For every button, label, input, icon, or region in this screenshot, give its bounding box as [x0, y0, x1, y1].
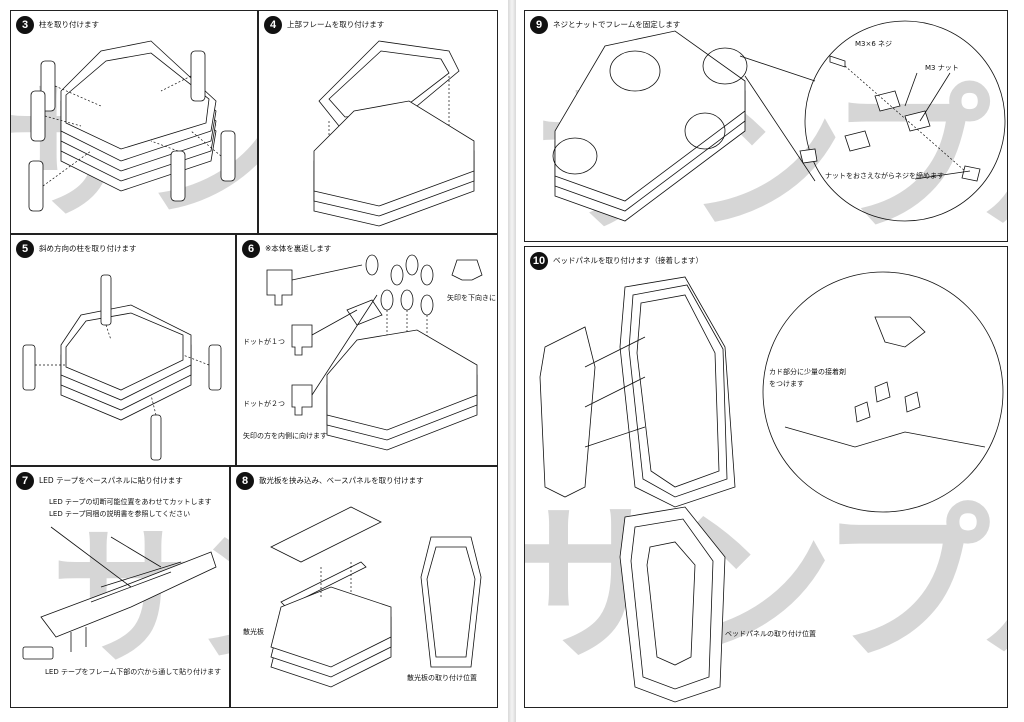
note-glue-2: をつけます: [769, 380, 804, 388]
step-number: 10: [530, 252, 548, 270]
note-arrow-down: 矢印を下向きに: [447, 294, 496, 302]
note-tighten: ナットをおさえながらネジを締めます: [825, 172, 944, 180]
note-diffuser: 散光板: [243, 628, 264, 636]
step-number: 4: [264, 16, 282, 34]
diagonal-pillar-illustration: [22, 274, 222, 461]
note-manual: LED テープ同梱の説明書を参照してください: [49, 510, 191, 518]
step-title: 散光板を挟み込み、ベースパネルを取り付けます: [259, 476, 424, 485]
left-page: サンプル 3 柱を取り付けます 4 上部フレームを取り付けます: [0, 0, 508, 722]
note-cut: LED テープの切断可能位置をあわせてカットします: [49, 498, 212, 506]
page-gutter: [508, 0, 516, 722]
note-through: LED テープをフレーム下部の穴から通して貼り付けます: [45, 668, 222, 676]
note-nut: M3 ナット: [925, 64, 959, 72]
step-title: 上部フレームを取り付けます: [287, 20, 385, 29]
step-number: 3: [16, 16, 34, 34]
note-dot-two: ドットが２つ: [243, 400, 285, 408]
note-diffuser-position: 散光板の取り付け位置: [407, 674, 477, 682]
note-arrow-inward: 矢印の方を内側に向けます: [243, 432, 327, 440]
step-title: ベッドパネルを取り付けます（接着します）: [553, 256, 703, 265]
step-number: 8: [236, 472, 254, 490]
led-tape-illustration: [22, 526, 217, 660]
note-dot-one: ドットが１つ: [243, 338, 285, 346]
step-number: 5: [16, 240, 34, 258]
step-7-panel: サンプル 7 LED テープをベースパネルに貼り付けます LED テープの切断可…: [10, 466, 230, 708]
step-10-panel: サンプル 10 ベッドパネルを取り付けます（接着します） カド部分に少量の接着剤…: [524, 246, 1008, 708]
right-page: サンプル 9 ネジとナットでフレームを固定します M3×6 ネジ M3 ナット …: [516, 0, 1024, 722]
step-5-panel: 5 斜め方向の柱を取り付けます: [10, 234, 236, 466]
step-title: LED テープをベースパネルに貼り付けます: [39, 476, 183, 485]
diffuser-illustration: [270, 506, 482, 688]
step-6-panel: 6 ※本体を裏返します 矢印を下向きに ドットが１つ ドットが２つ 矢印の方を内…: [236, 234, 498, 466]
step-number: 9: [530, 16, 548, 34]
frame-stack-illustration: [28, 40, 236, 212]
step-number: 6: [242, 240, 260, 258]
step-title: ※本体を裏返します: [265, 244, 332, 253]
screw-nut-illustration: [552, 20, 1006, 222]
step-title: 柱を取り付けます: [39, 20, 99, 29]
top-frame-illustration: [313, 40, 475, 227]
step-3-panel: サンプル 3 柱を取り付けます: [10, 10, 258, 234]
step-9-panel: サンプル 9 ネジとナットでフレームを固定します M3×6 ネジ M3 ナット …: [524, 10, 1008, 242]
step-title: ネジとナットでフレームを固定します: [553, 20, 681, 29]
step-4-panel: 4 上部フレームを取り付けます: [258, 10, 498, 234]
step-8-panel: 8 散光板を挟み込み、ベースパネルを取り付けます 散光板 散光板の取り付け位置: [230, 466, 498, 708]
step-number: 7: [16, 472, 34, 490]
note-screw: M3×6 ネジ: [855, 40, 893, 48]
note-bed-position: ベッドパネルの取り付け位置: [725, 630, 816, 638]
bed-panel-illustration: [539, 271, 1004, 703]
note-glue: カド部分に少量の接着剤: [769, 368, 846, 376]
flip-body-illustration: [266, 254, 483, 451]
step-title: 斜め方向の柱を取り付けます: [39, 244, 137, 253]
